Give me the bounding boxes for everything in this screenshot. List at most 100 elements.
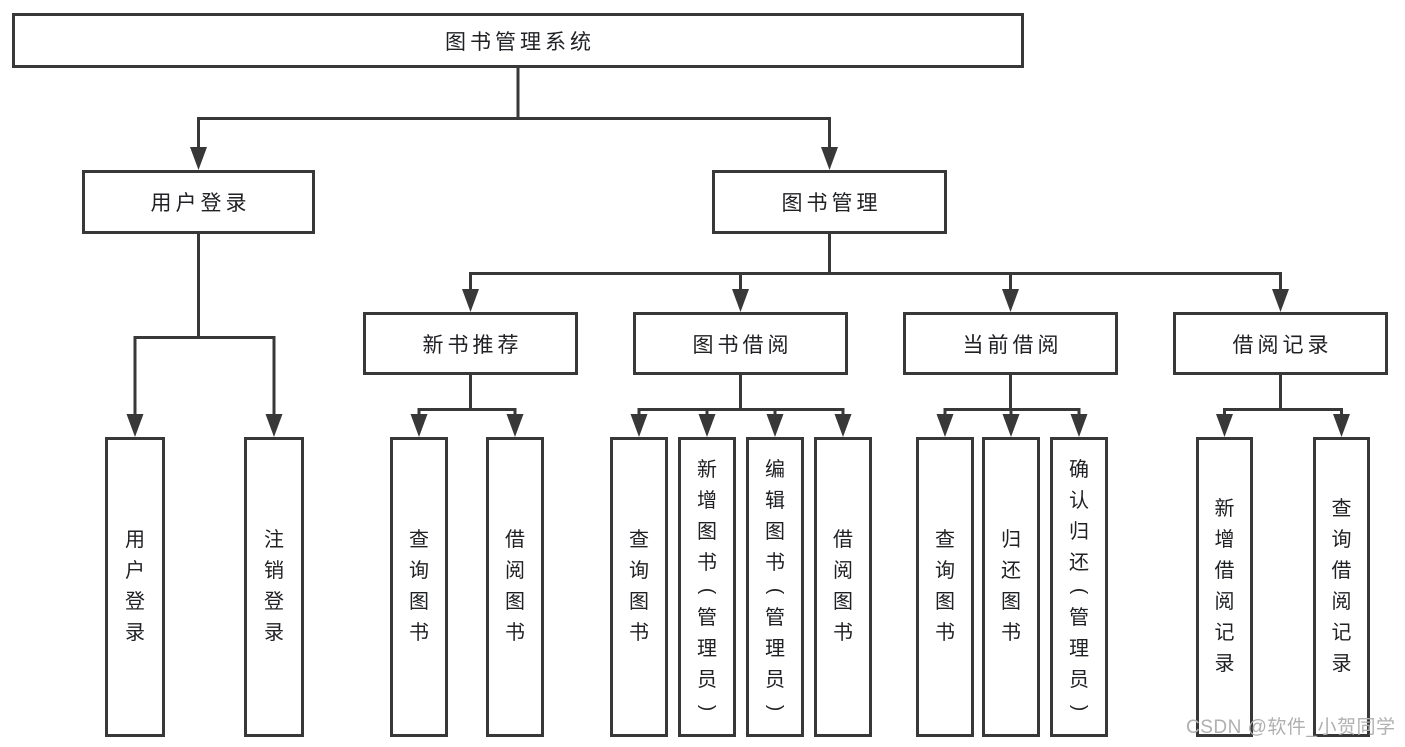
vertical-char: 录 [1214, 653, 1235, 675]
vertical-char: 增 [1214, 529, 1235, 551]
vertical-char: 编 [765, 458, 785, 481]
vertical-char: ) [764, 704, 786, 711]
vertical-char: 新 [697, 458, 717, 481]
arrowhead [936, 414, 954, 437]
connector-book-management-children [469, 234, 1282, 292]
vertical-char: 归 [1001, 529, 1021, 551]
vertical-char: 阅 [1331, 591, 1352, 613]
vertical-char: 户 [125, 560, 145, 582]
vertical-char: 员 [697, 668, 717, 691]
vertical-char: 书 [935, 622, 955, 644]
vertical-char: 认 [1069, 489, 1089, 512]
vertical-char: 确 [1069, 458, 1089, 481]
vertical-char: 借 [833, 529, 853, 551]
vertical-char: ) [696, 704, 718, 711]
vertical-char: ) [1068, 704, 1090, 711]
vertical-char: 录 [125, 622, 145, 644]
connector-borrow-records-children [1223, 375, 1343, 416]
vertical-char: 记 [1214, 622, 1235, 644]
vertical-char: 图 [1001, 591, 1021, 613]
arrowhead [732, 289, 749, 312]
arrowhead [126, 414, 144, 437]
leaf-query-books-recommend-label: 查询图书 [409, 525, 429, 649]
node-root-label: 图书管理系统 [445, 30, 595, 54]
leaf-logout: 注销登录 [244, 437, 304, 737]
vertical-char: 查 [409, 529, 429, 551]
arrowhead [1070, 414, 1088, 437]
vertical-char: 图 [935, 591, 955, 613]
arrowhead [1002, 414, 1020, 437]
vertical-char: ( [1068, 587, 1090, 594]
node-book-management-label: 图书管理 [781, 192, 882, 215]
node-current-borrowing: 当前借阅 [903, 312, 1118, 375]
node-user-login-label: 用户登录 [150, 192, 251, 215]
leaf-query-books-borrowing-label: 查询图书 [629, 525, 649, 649]
arrowhead [630, 414, 648, 437]
arrowhead [190, 147, 207, 170]
vertical-char: 员 [765, 668, 785, 691]
vertical-char: 借 [505, 529, 525, 551]
vertical-char: 图 [505, 591, 525, 613]
vertical-char: 管 [765, 606, 785, 629]
leaf-edit-books-admin: 编辑图书(管理员) [746, 437, 804, 737]
vertical-char: 登 [125, 591, 145, 613]
leaf-add-borrow-record: 新增借阅记录 [1196, 437, 1253, 737]
leaf-user-login: 用户登录 [105, 437, 165, 737]
arrowhead [821, 147, 838, 170]
leaf-query-borrow-record: 查询借阅记录 [1313, 437, 1370, 737]
vertical-char: 书 [765, 551, 785, 574]
vertical-char: 辑 [765, 489, 785, 512]
vertical-char: 询 [1331, 529, 1352, 551]
arrowhead [506, 414, 524, 437]
vertical-char: 书 [505, 622, 525, 644]
arrowhead [462, 289, 479, 312]
vertical-char: 用 [125, 529, 145, 551]
arrowhead [1002, 289, 1019, 312]
leaf-add-books-admin: 新增图书 ( 管理员) [678, 437, 736, 737]
vertical-char: 书 [697, 551, 717, 574]
connector-root-to-level2 [197, 68, 831, 150]
connector-user-login-children [133, 234, 276, 416]
leaf-borrow-books-label: 借阅图书 [833, 525, 853, 649]
node-new-book-recommend-label: 新书推荐 [422, 333, 523, 357]
vertical-char: 阅 [505, 560, 525, 582]
connector-current-borrow-children [943, 375, 1081, 416]
vertical-char: 管 [1069, 606, 1089, 629]
vertical-char: 理 [765, 637, 785, 660]
leaf-add-books-admin-label: 新增图书 ( 管理员) [696, 455, 718, 720]
vertical-char: 录 [264, 622, 284, 644]
arrowhead [1272, 289, 1289, 312]
vertical-char: 书 [629, 622, 649, 644]
vertical-char: 管 [697, 606, 717, 629]
vertical-char: 注 [264, 529, 284, 551]
vertical-char: 查 [629, 529, 649, 551]
arrowhead [1333, 414, 1350, 437]
watermark: CSDN @软件_小贺同学 [1186, 717, 1396, 738]
leaf-borrow-books-recommend-label: 借阅图书 [505, 525, 525, 649]
connector-new-book-children [417, 375, 517, 416]
leaf-borrow-books: 借阅图书 [814, 437, 872, 737]
vertical-char: 录 [1331, 653, 1352, 675]
vertical-char: 图 [697, 520, 717, 543]
leaf-add-borrow-record-label: 新增借阅记录 [1215, 494, 1235, 680]
vertical-char: 理 [1069, 637, 1089, 660]
arrowhead [766, 414, 784, 437]
vertical-char: 还 [1001, 560, 1021, 582]
leaf-query-books-borrowing: 查询图书 [610, 437, 668, 737]
vertical-char: 还 [1069, 551, 1089, 574]
vertical-char: 图 [833, 591, 853, 613]
leaf-logout-label: 注销登录 [264, 525, 284, 649]
leaf-edit-books-admin-label: 编辑图书(管理员) [764, 455, 786, 720]
vertical-char: 借 [1214, 560, 1235, 582]
leaf-confirm-return-admin: 确认归还(管理员) [1050, 437, 1108, 737]
vertical-char: 增 [697, 489, 717, 512]
leaf-confirm-return-admin-label: 确认归还(管理员) [1068, 455, 1090, 720]
vertical-char: 理 [697, 637, 717, 660]
vertical-char: 阅 [833, 560, 853, 582]
arrowhead [698, 414, 716, 437]
vertical-char: ( [696, 587, 718, 594]
vertical-char: 询 [409, 560, 429, 582]
vertical-char: 图 [629, 591, 649, 613]
